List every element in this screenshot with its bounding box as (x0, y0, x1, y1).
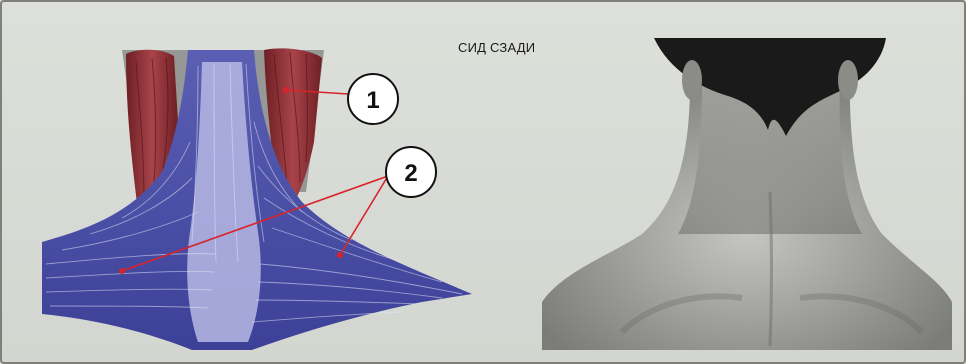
callout-1: 1 (348, 74, 398, 124)
ear-left (682, 60, 702, 100)
ear-right (838, 60, 858, 100)
pointer-dot-1 (283, 87, 289, 93)
callout-2: 2 (386, 147, 436, 197)
callout-2-label: 2 (404, 160, 417, 187)
callout-1-label: 1 (366, 87, 379, 114)
figure-caption: СИД СЗАДИ (458, 40, 535, 55)
neck-photo (542, 38, 952, 350)
spine-shadow (770, 192, 772, 346)
pointer-dot-2a (119, 268, 125, 274)
pointer-dot-2b (337, 252, 343, 258)
anatomy-illustration: 1 2 (42, 48, 472, 350)
